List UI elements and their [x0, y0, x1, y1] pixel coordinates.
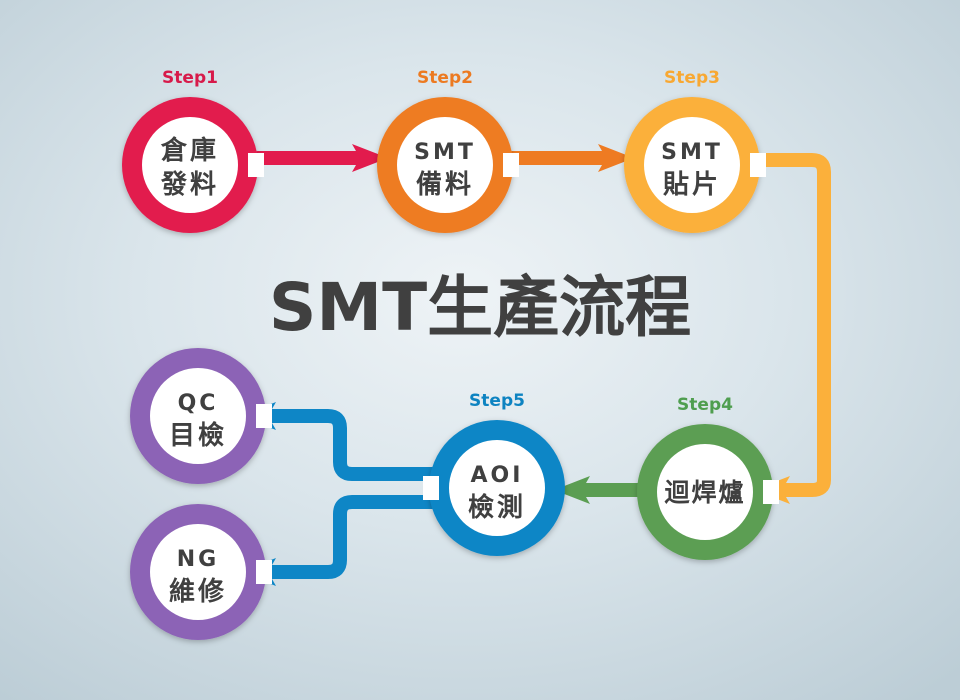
- step-label: Step2: [417, 68, 473, 88]
- node-label-line1: NG: [177, 547, 219, 572]
- node-ring-gap: [248, 153, 264, 177]
- node-label-line2: 目檢: [169, 420, 227, 451]
- process-node-3: SMT 貼片 Step3: [624, 68, 766, 233]
- node-center: [449, 440, 545, 536]
- diagram-title: SMT生產流程: [269, 269, 691, 346]
- arrow-step5-to-qc: [261, 409, 447, 481]
- node-label-line1: AOI: [471, 463, 524, 488]
- node-label-line2: 檢測: [468, 492, 526, 523]
- process-node-4: 迴焊爐 Step4: [637, 395, 779, 560]
- node-ring-gap: [256, 560, 272, 584]
- node-label-line2: 發料: [160, 170, 219, 200]
- node-ring-gap: [503, 153, 519, 177]
- process-node-7: NG 維修: [130, 504, 272, 640]
- arrowhead-step1-to-step2: [352, 144, 388, 172]
- node-ring-gap: [763, 480, 779, 504]
- process-node-6: QC 目檢: [130, 348, 272, 484]
- step-label: Step1: [162, 68, 218, 88]
- node-center: [657, 444, 753, 540]
- node-ring-gap: [750, 153, 766, 177]
- node-label-line2: 維修: [169, 576, 227, 607]
- node-center: [142, 117, 238, 213]
- node-ring-gap: [256, 404, 272, 428]
- node-center: [150, 524, 246, 620]
- node-center: [150, 368, 246, 464]
- node-label-line1: QC: [178, 391, 219, 416]
- step-label: Step5: [469, 391, 525, 411]
- node-label-line1: 倉庫: [160, 135, 219, 166]
- node-label-line1: SMT: [414, 140, 476, 165]
- process-nodes: 倉庫發料Step1SMT備料Step2SMT貼片Step3迴焊爐Step4AOI…: [122, 68, 779, 640]
- node-label-line2: 備料: [416, 169, 474, 200]
- process-node-5: AOI 檢測 Step5: [423, 391, 565, 556]
- arrowhead-step4-to-step5: [554, 476, 590, 504]
- step-label: Step4: [677, 395, 733, 415]
- node-label-line2: 貼片: [663, 169, 721, 200]
- node-ring-gap: [423, 476, 439, 500]
- node-label: 迴焊爐: [664, 478, 745, 507]
- arrow-step5-to-ng: [261, 495, 447, 579]
- arrowhead-step2-to-step3: [598, 144, 634, 172]
- node-center: [397, 117, 493, 213]
- node-label-line1: SMT: [661, 140, 723, 165]
- process-node-2: SMT 備料 Step2: [377, 68, 519, 233]
- step-label: Step3: [664, 68, 720, 88]
- node-center: [644, 117, 740, 213]
- arrow-step3-to-step4: [753, 153, 831, 497]
